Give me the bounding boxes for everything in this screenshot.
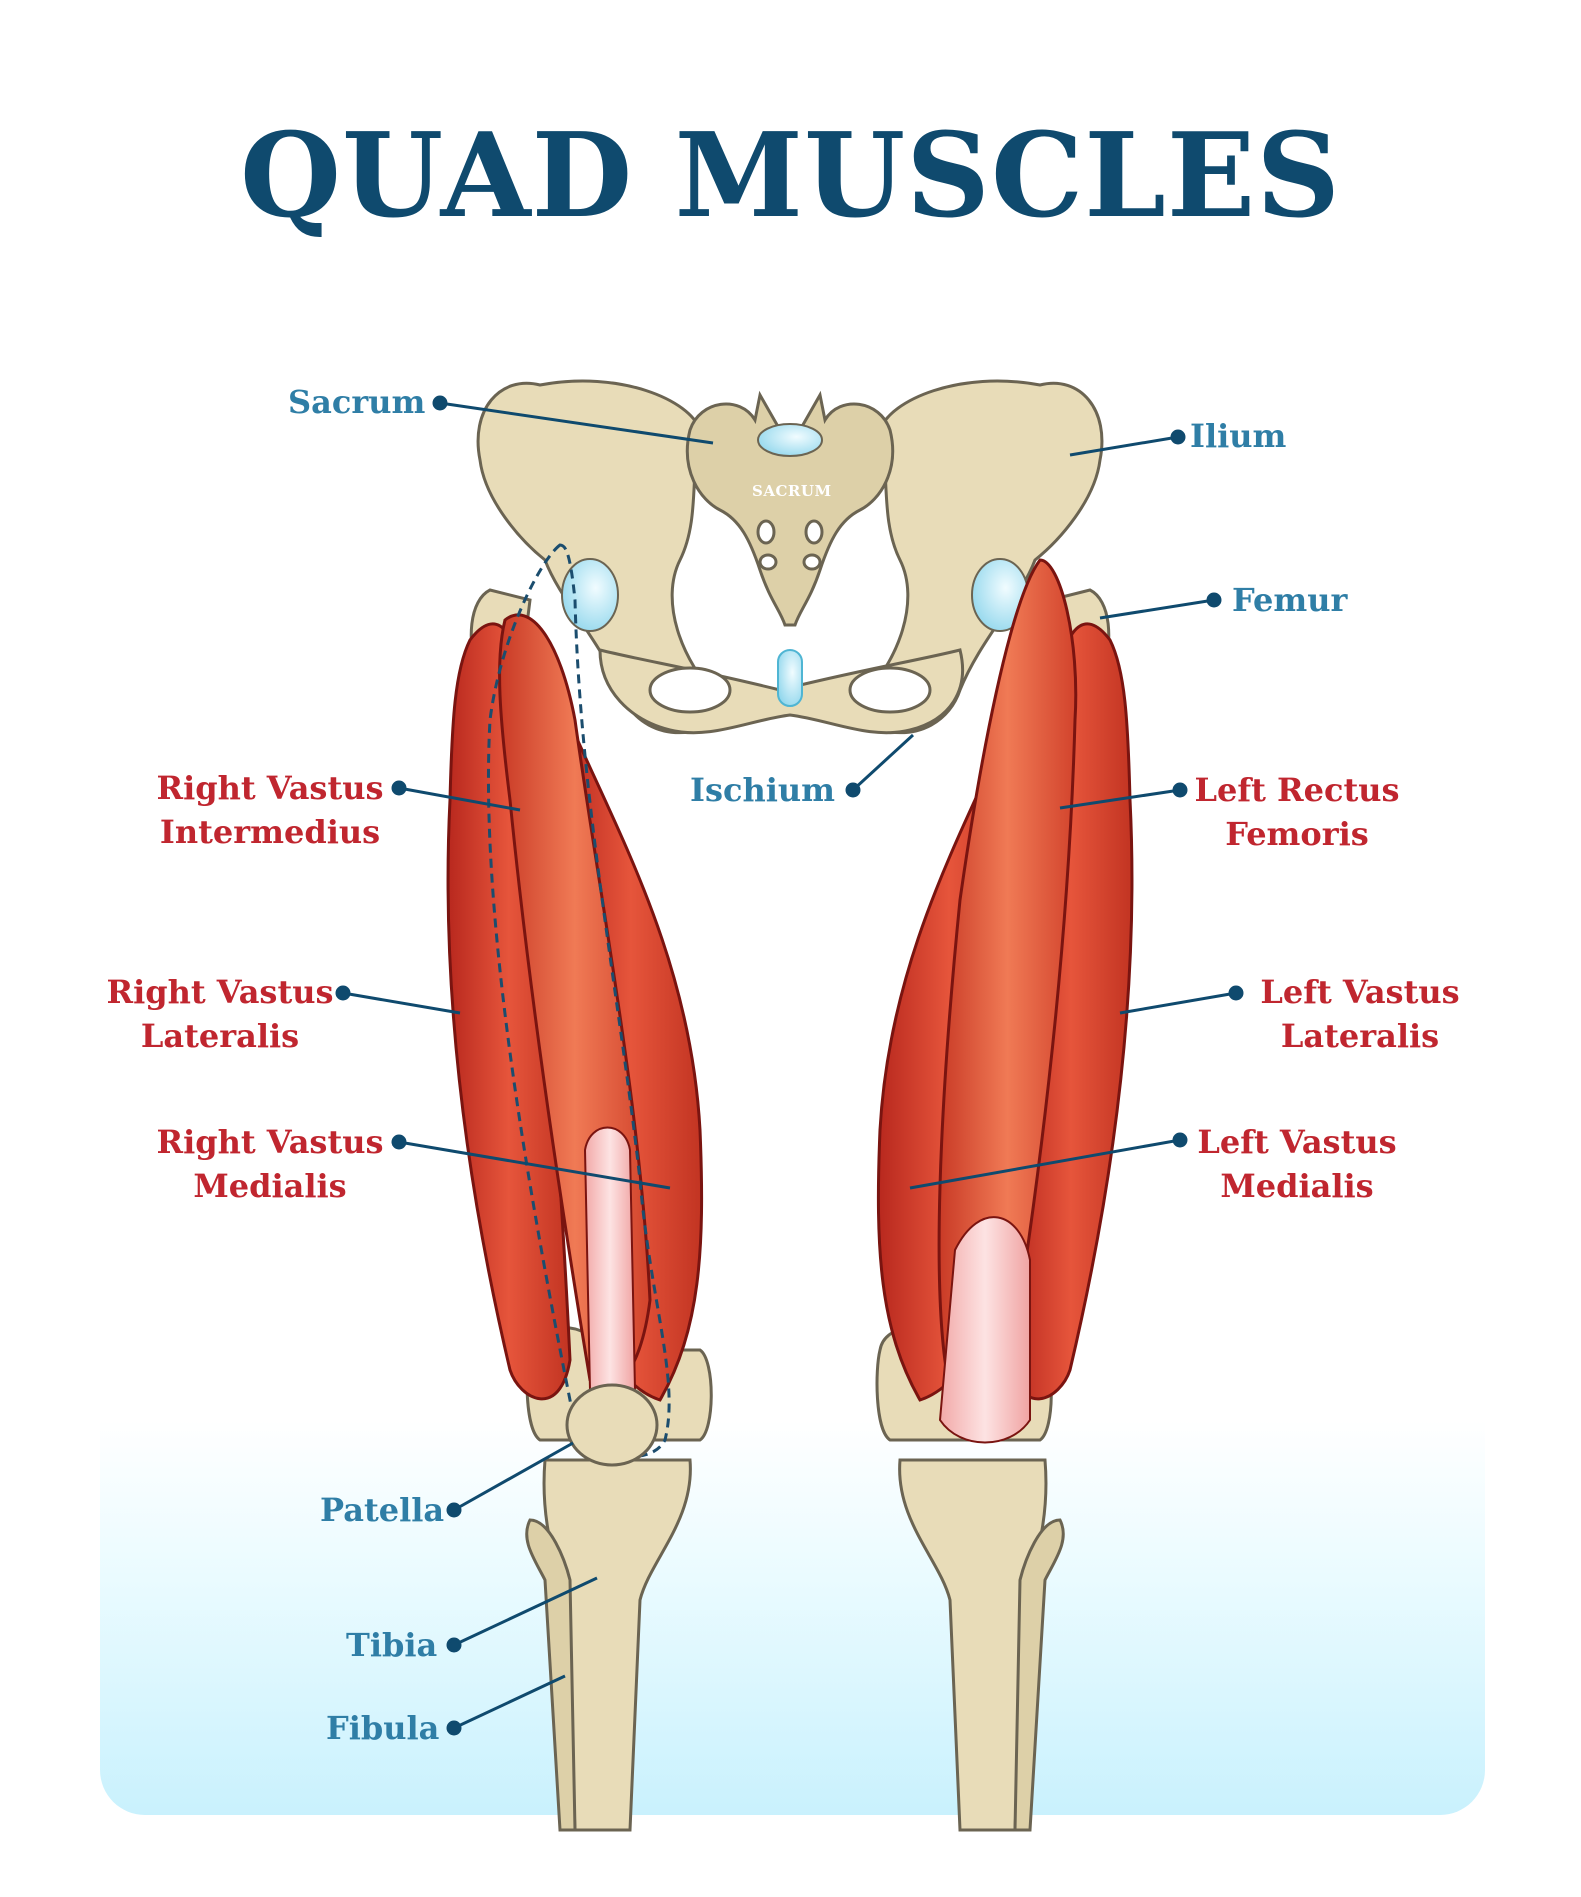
- label-line-2: Femoris: [1225, 815, 1369, 853]
- label-left-rectus-femoris: Left Rectus Femoris: [1192, 768, 1402, 856]
- label-right-vastus-lateralis: Right Vastus Lateralis: [100, 970, 340, 1058]
- diagram-title: QUAD MUSCLES: [239, 108, 1342, 244]
- right-intermedius-dashed-outline: [486, 543, 671, 1458]
- label-line-1: Left Vastus: [1197, 1123, 1397, 1161]
- right-patella: [565, 1383, 659, 1467]
- label-right-vastus-intermedius: Right Vastus Intermedius: [150, 766, 390, 854]
- label-line-1: Right Vastus: [156, 769, 384, 807]
- label-line-2: Medialis: [1220, 1167, 1374, 1205]
- right-quad-tendon: [583, 1126, 637, 1403]
- right-fibula: [525, 1518, 577, 1832]
- right-tibia: [542, 1458, 692, 1832]
- left-quad-tendon: [938, 1216, 1031, 1444]
- label-line-2: Medialis: [193, 1167, 347, 1205]
- label-line-2: Intermedius: [159, 813, 381, 851]
- label-line-2: Lateralis: [1280, 1017, 1440, 1055]
- label-line-1: Left Rectus: [1194, 771, 1400, 809]
- label-line-1: Left Vastus: [1260, 973, 1460, 1011]
- label-sacrum: Sacrum: [288, 383, 426, 421]
- label-tibia: Tibia: [346, 1626, 438, 1664]
- label-fibula: Fibula: [326, 1709, 440, 1747]
- left-fibula: [1013, 1518, 1065, 1832]
- right-hip-joint: [561, 558, 619, 632]
- label-femur: Femur: [1232, 581, 1348, 619]
- label-line-1: Right Vastus: [106, 973, 334, 1011]
- label-line-1: Right Vastus: [156, 1123, 384, 1161]
- label-right-vastus-medialis: Right Vastus Medialis: [150, 1120, 390, 1208]
- pubic-symphysis: [777, 649, 803, 707]
- sacrum-inner-label: SACRUM: [752, 482, 832, 500]
- background-panel: [100, 1420, 1485, 1815]
- lumbosacral-disc: [757, 423, 823, 457]
- label-ischium: Ischium: [690, 771, 836, 809]
- label-left-vastus-lateralis: Left Vastus Lateralis: [1250, 970, 1470, 1058]
- label-patella: Patella: [320, 1491, 445, 1529]
- label-ilium: Ilium: [1190, 417, 1287, 455]
- label-left-vastus-medialis: Left Vastus Medialis: [1192, 1120, 1402, 1208]
- sacrum-bone: [685, 390, 895, 627]
- label-line-2: Lateralis: [140, 1017, 300, 1055]
